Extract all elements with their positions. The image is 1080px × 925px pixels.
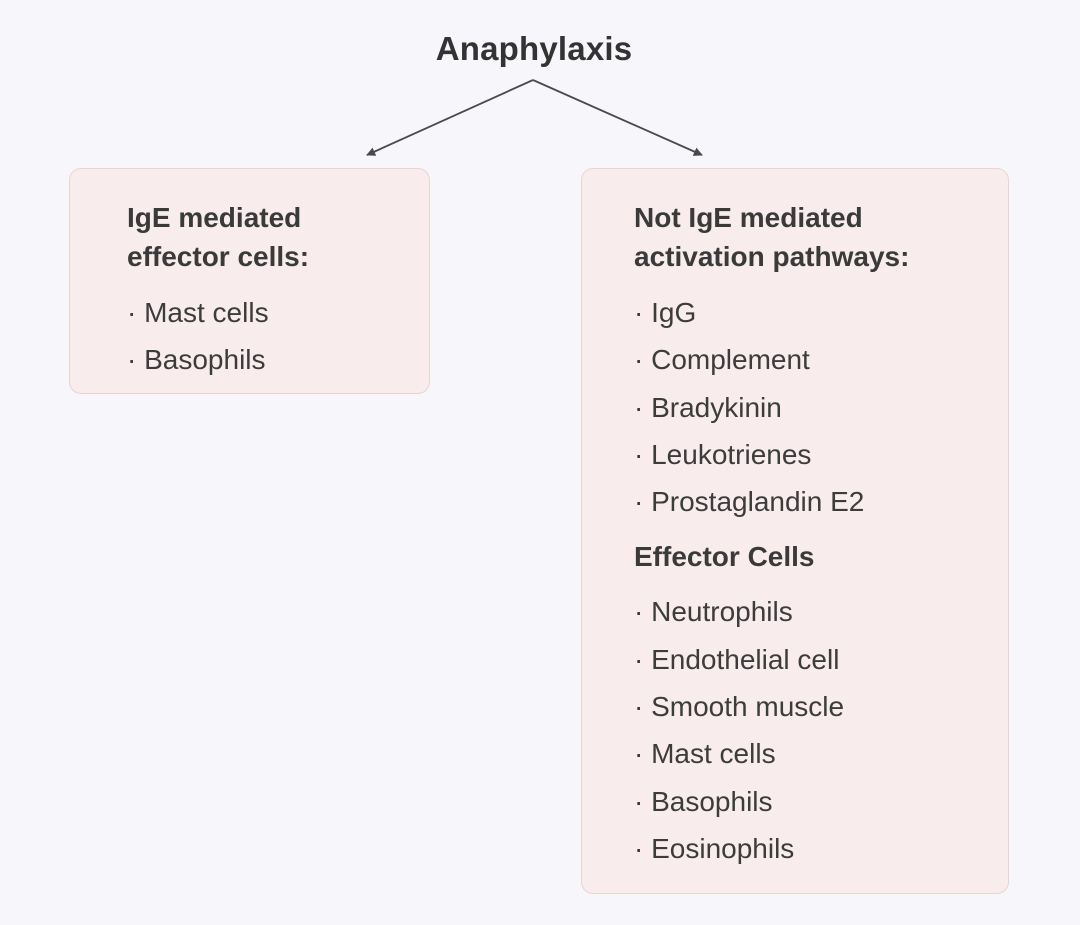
arrow-to-right-box	[532, 79, 703, 156]
ige-mediated-content: IgE mediated effector cells: · Mast cell…	[127, 198, 309, 384]
list-item: · Complement	[634, 344, 810, 376]
ige-mediated-heading: IgE mediated effector cells:	[127, 198, 309, 276]
activation-pathway-list: · IgG · Complement · Bradykinin · Leukot…	[634, 289, 909, 525]
ige-mediated-box: IgE mediated effector cells: · Mast cell…	[69, 168, 430, 394]
list-item: · Basophils	[127, 344, 266, 376]
list-item: · Neutrophils	[634, 596, 793, 628]
list-item: · Mast cells	[634, 738, 776, 770]
list-item: · Leukotrienes	[634, 438, 812, 470]
diagram-title: Anaphylaxis	[435, 30, 633, 67]
list-item: · Bradykinin	[634, 391, 782, 423]
list-item: · Prostaglandin E2	[634, 486, 865, 518]
list-item: · Mast cells	[127, 297, 269, 328]
ige-effector-list: · Mast cells · Basophils	[127, 289, 309, 384]
list-item: · Endothelial cell	[634, 643, 840, 675]
non-ige-mediated-heading: Not IgE mediated activation pathways:	[634, 198, 909, 276]
list-item: · Eosinophils	[634, 832, 795, 864]
heading-line: IgE mediated	[127, 202, 302, 233]
list-item: · IgG	[634, 297, 697, 328]
heading-line: effector cells:	[127, 241, 310, 272]
heading-line: activation pathways:	[634, 241, 910, 272]
effector-cell-list: · Neutrophils · Endothelial cell · Smoot…	[634, 588, 909, 872]
heading-line: Not IgE mediated	[634, 202, 863, 233]
list-item: · Basophils	[634, 785, 773, 817]
list-item: · Smooth muscle	[634, 691, 845, 723]
effector-cells-heading: Effector Cells	[634, 541, 815, 573]
non-ige-mediated-content: Not IgE mediated activation pathways: · …	[634, 198, 909, 872]
non-ige-mediated-box: Not IgE mediated activation pathways: · …	[581, 168, 1009, 894]
arrow-to-left-box	[366, 79, 534, 156]
